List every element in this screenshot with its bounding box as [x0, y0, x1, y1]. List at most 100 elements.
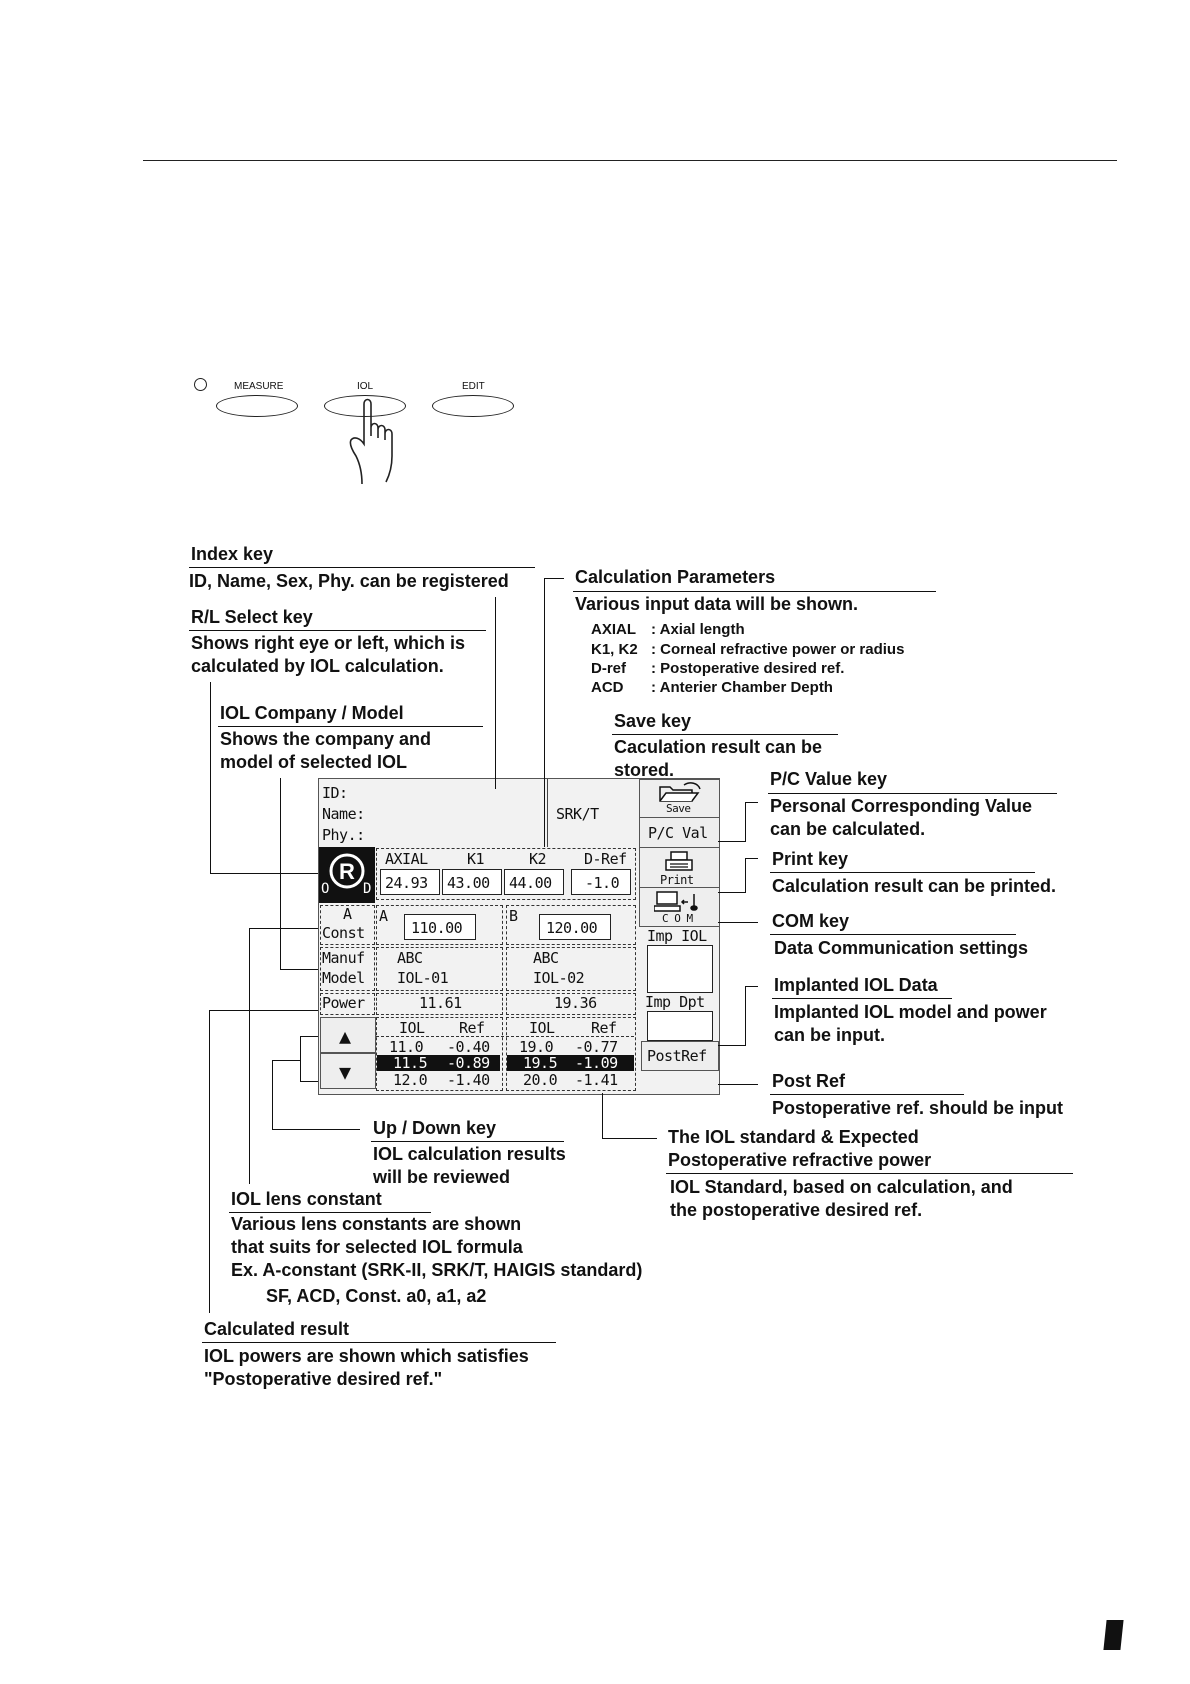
com-button[interactable]: C O M	[639, 887, 720, 927]
rl-select-key[interactable]: R O D	[319, 847, 375, 903]
leader-up-down-v	[300, 1036, 301, 1082]
printer-icon	[665, 851, 693, 871]
param-key-k1k2: K1, K2	[591, 641, 638, 658]
k2-field[interactable]	[504, 869, 564, 895]
callout-calc-result-title: Calculated result	[204, 1319, 350, 1339]
imp-dpt-field[interactable]	[647, 1011, 713, 1041]
leader-com-h	[718, 922, 758, 923]
iol-calculation-screen: ID: Name: Phy.: SRK/T Save P/C Val Print	[318, 778, 720, 1095]
k1-field[interactable]	[442, 869, 502, 895]
up-arrow-icon: ▲	[339, 1024, 351, 1048]
k2-value: 44.00	[509, 874, 552, 892]
model-label: Model	[322, 969, 365, 987]
leader-up-down-h4	[272, 1129, 360, 1130]
leader-rl-select-v	[210, 682, 211, 874]
postref-button[interactable]: PostRef	[641, 1041, 719, 1071]
callout-post-ref-rule	[770, 1094, 964, 1095]
lens-constant-b	[506, 905, 636, 945]
down-key[interactable]: ▼	[320, 1053, 376, 1089]
leader-index-key	[495, 597, 496, 789]
row-2-iol-a: 12.0	[393, 1071, 428, 1089]
print-button[interactable]: Print	[639, 847, 720, 889]
pointing-hand-icon	[349, 398, 393, 485]
callout-implanted-desc-1: Implanted IOL model and power	[774, 1002, 1047, 1022]
index-key-area[interactable]	[319, 779, 547, 847]
iol-model-b[interactable]	[506, 947, 636, 991]
callout-index-key-desc: ID, Name, Sex, Phy. can be registered	[189, 571, 509, 591]
up-key[interactable]: ▲	[320, 1017, 376, 1053]
row-0-iol-b: 19.0	[519, 1038, 554, 1056]
power-b-box	[506, 993, 636, 1015]
callout-save-desc-1: Caculation result can be	[614, 737, 823, 757]
callout-print-rule	[770, 872, 1035, 873]
computer-icon	[654, 891, 698, 912]
leader-iol-company-h	[280, 969, 318, 970]
axial-value: 24.93	[385, 874, 428, 892]
callout-post-ref-desc: Postoperative ref. should be input	[772, 1098, 1064, 1118]
page-header-rule	[143, 160, 1117, 161]
row-1-ref-b: -1.09	[575, 1054, 618, 1072]
callout-calc-params-desc: Various input data will be shown.	[575, 594, 859, 614]
edit-key-label: EDIT	[462, 381, 485, 392]
imp-iol-label: Imp IOL	[647, 927, 707, 945]
row-0-ref-a: -0.40	[447, 1038, 490, 1056]
callout-com-desc: Data Communication settings	[774, 938, 1029, 958]
imp-iol-field[interactable]	[647, 945, 713, 993]
row-2-ref-a: -1.40	[447, 1071, 490, 1089]
leader-pc-value-h2	[718, 841, 746, 842]
k1-value: 43.00	[447, 874, 490, 892]
iol-company-label-box	[320, 947, 375, 991]
const-a-value: 110.00	[411, 919, 463, 937]
table-header-rule	[376, 1036, 634, 1037]
callout-print-desc: Calculation result can be printed.	[772, 876, 1057, 896]
callout-calc-result-desc-1: IOL powers are shown which satisfies	[204, 1346, 529, 1366]
results-table-a	[376, 1017, 503, 1091]
param-desc-dref: : Postoperative desired ref.	[651, 660, 845, 677]
const-b-letter: B	[509, 907, 518, 925]
pc-value-button[interactable]: P/C Val	[639, 817, 720, 849]
callout-print-title: Print key	[772, 849, 849, 869]
dref-field[interactable]	[571, 869, 631, 895]
iol-model-a[interactable]	[376, 947, 503, 991]
const-label-a: A	[343, 905, 352, 923]
divider	[547, 779, 548, 847]
iol-key[interactable]	[324, 395, 406, 417]
model-b-value: IOL-02	[533, 969, 585, 987]
svg-text:R: R	[339, 859, 355, 884]
row-0-iol-a: 11.0	[389, 1038, 424, 1056]
callout-lens-constant-title: IOL lens constant	[231, 1189, 382, 1209]
model-a-value: IOL-01	[397, 969, 449, 987]
const-a-field[interactable]	[404, 914, 476, 940]
leader-print-h2	[718, 892, 746, 893]
leader-print-h	[745, 858, 758, 859]
leader-calc-params-h	[544, 578, 564, 579]
measure-key[interactable]	[216, 395, 298, 417]
callout-pc-value-title: P/C Value key	[770, 769, 888, 789]
save-label: Save	[666, 802, 691, 815]
row-1-ref-a: -0.89	[447, 1054, 490, 1072]
param-header-k2: K2	[529, 850, 547, 868]
table-header-ref-b: Ref	[591, 1019, 617, 1037]
const-b-field[interactable]	[539, 914, 611, 940]
callout-up-down-desc-2: will be reviewed	[373, 1167, 511, 1187]
com-label: C O M	[662, 912, 693, 925]
leader-pc-value-v	[745, 802, 746, 842]
edit-key[interactable]	[432, 395, 514, 417]
save-button[interactable]: Save	[639, 779, 720, 819]
power-b-value: 19.36	[554, 994, 597, 1012]
axial-field[interactable]	[380, 869, 440, 895]
callout-iol-company-desc-1: Shows the company and	[220, 729, 432, 749]
row-1-iol-b: 19.5	[523, 1054, 558, 1072]
leader-calc-params-v	[544, 578, 545, 847]
print-label: Print	[660, 873, 694, 887]
callout-lens-constant-desc-3: Ex. A-constant (SRK-II, SRK/T, HAIGIS st…	[231, 1260, 643, 1280]
callout-lens-constant-rule	[229, 1212, 431, 1213]
table-header-iol-a: IOL	[399, 1019, 425, 1037]
callout-post-ref-title: Post Ref	[772, 1071, 846, 1091]
selected-row-highlight-b	[507, 1055, 634, 1071]
leader-up-down-h1	[300, 1036, 318, 1037]
folder-icon	[659, 782, 701, 802]
formula-label[interactable]: SRK/T	[556, 805, 599, 823]
param-key-dref: D-ref	[591, 660, 627, 677]
callout-index-key-title: Index key	[191, 544, 274, 564]
